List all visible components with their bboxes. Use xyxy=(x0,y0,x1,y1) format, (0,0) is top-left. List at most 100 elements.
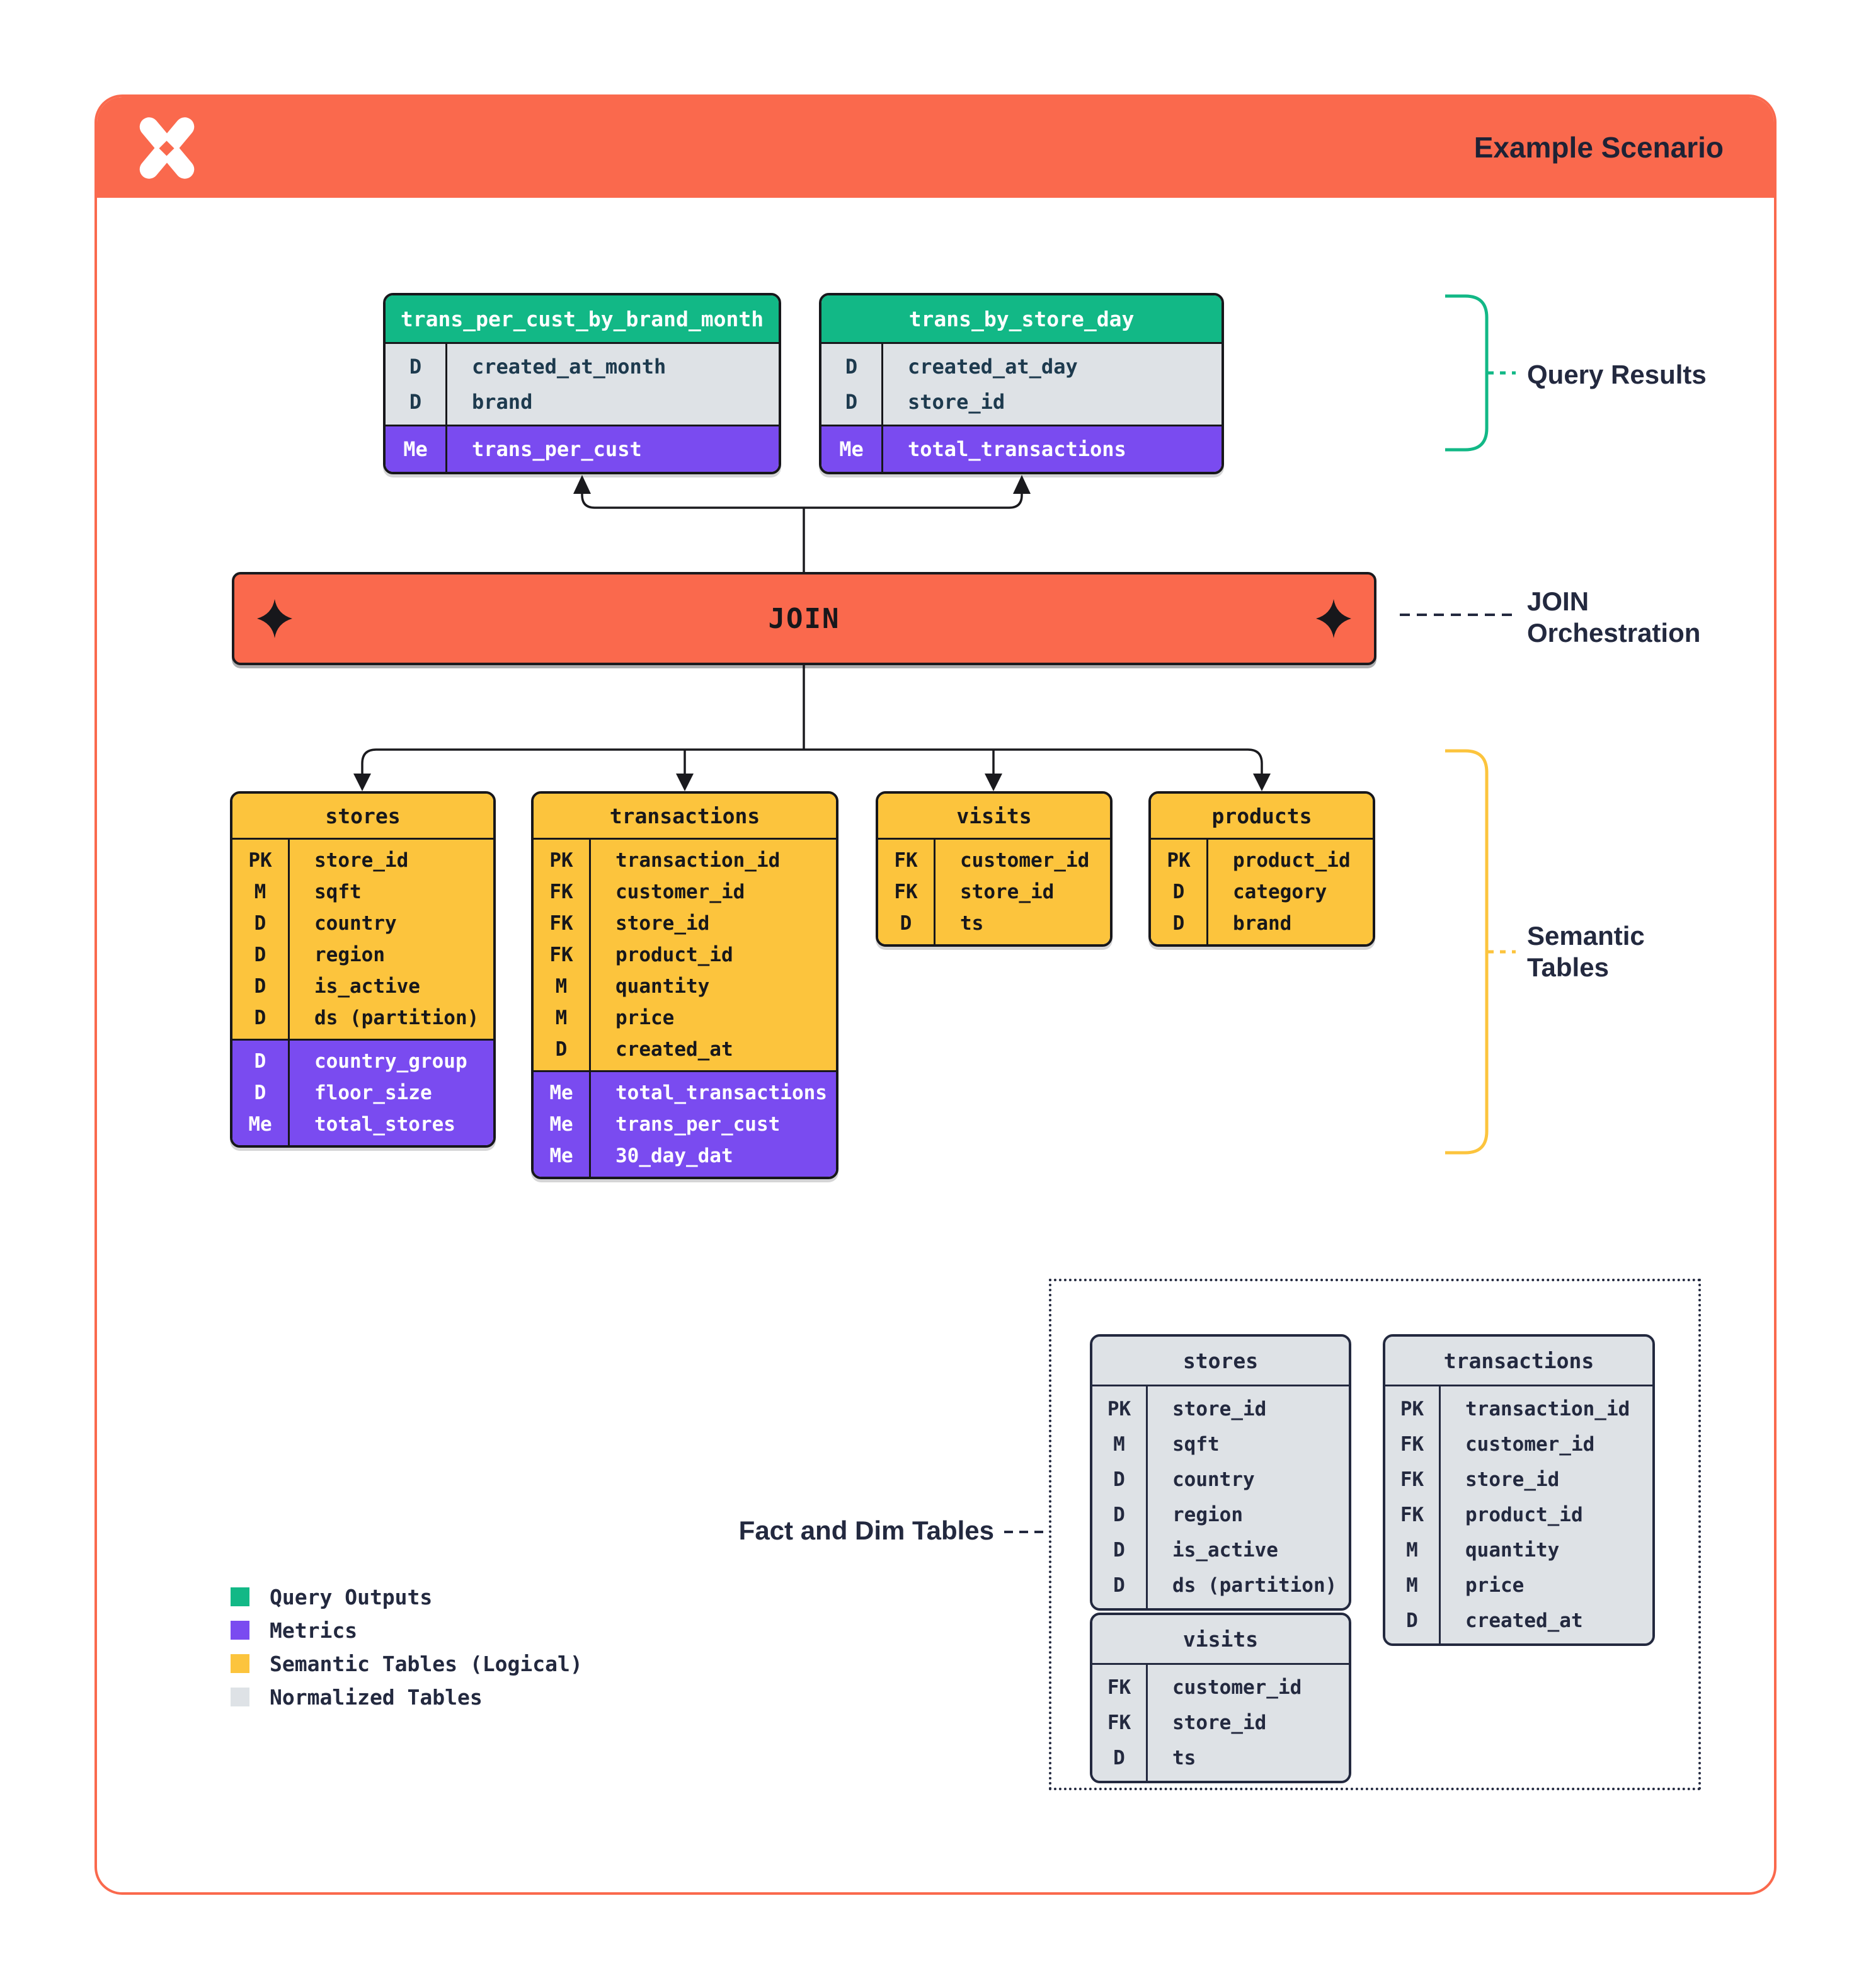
row-key: PK xyxy=(1400,1398,1424,1420)
row-field: ts xyxy=(1172,1747,1196,1769)
row-key: Me xyxy=(839,437,864,461)
legend-item: Normalized Tables xyxy=(231,1685,583,1710)
row-field: created_at xyxy=(615,1038,733,1061)
row-field: ds (partition) xyxy=(1172,1574,1337,1597)
row-key: Me xyxy=(403,437,428,461)
join-orchestration-label-line2: Orchestration xyxy=(1527,618,1701,648)
row-field: store_id xyxy=(1172,1398,1267,1420)
row-field: customer_id xyxy=(960,849,1090,872)
row-key: FK xyxy=(549,881,573,903)
row-field: customer_id xyxy=(1172,1676,1302,1699)
row-key: Me xyxy=(549,1113,573,1136)
row-key: M xyxy=(555,975,568,998)
row-field: created_at_month xyxy=(472,355,667,379)
row-key: PK xyxy=(1167,849,1191,872)
legend-label: Metrics xyxy=(270,1618,358,1643)
row-key: D xyxy=(254,912,266,935)
row-field: store_id xyxy=(1465,1468,1560,1491)
fact-dim-label: Fact and Dim Tables xyxy=(738,1516,994,1545)
row-field: country_group xyxy=(314,1050,467,1073)
row-field: category xyxy=(1233,881,1327,903)
legend-item: Query Outputs xyxy=(231,1585,583,1609)
row-key: FK xyxy=(894,849,918,872)
sparkle-icon xyxy=(257,599,292,638)
row-field: price xyxy=(615,1007,675,1029)
query-results-label: Query Results xyxy=(1527,360,1707,389)
row-key: PK xyxy=(1107,1398,1131,1420)
row-field: sqft xyxy=(1172,1433,1220,1456)
row-field: region xyxy=(314,944,385,966)
table-name: stores xyxy=(1182,1348,1259,1373)
row-field: total_transactions xyxy=(615,1082,827,1104)
row-field: is_active xyxy=(314,975,420,998)
row-field: store_id xyxy=(960,881,1055,903)
semantic-tables-label-line2: Tables xyxy=(1527,952,1609,982)
row-key: FK xyxy=(1107,1711,1131,1734)
row-field: total_stores xyxy=(314,1113,455,1136)
row-key: D xyxy=(1113,1574,1125,1597)
query-outputs-swatch-icon xyxy=(231,1587,249,1606)
row-key: Me xyxy=(549,1145,573,1167)
row-key: D xyxy=(254,975,266,998)
row-field: 30_day_dat xyxy=(615,1145,733,1167)
table-title: trans_per_cust_by_brand_month xyxy=(386,295,779,344)
legend: Query Outputs Metrics Semantic Tables (L… xyxy=(231,1585,583,1721)
row-field: product_id xyxy=(615,944,733,966)
table-name: visits xyxy=(956,803,1032,828)
table-row: FK customer_id xyxy=(878,845,1110,876)
table-title: visits xyxy=(1092,1615,1349,1665)
row-field: brand xyxy=(1233,912,1292,935)
row-key: D xyxy=(254,1082,266,1104)
row-key: D xyxy=(409,355,422,379)
row-key: D xyxy=(409,390,422,414)
row-field: country xyxy=(314,912,397,935)
row-key: M xyxy=(555,1007,568,1029)
row-field: store_id xyxy=(314,849,409,872)
row-key: PK xyxy=(549,849,573,872)
legend-label: Normalized Tables xyxy=(270,1684,483,1710)
row-key: FK xyxy=(894,881,918,903)
row-key: D xyxy=(1172,912,1185,935)
table-title: transactions xyxy=(1385,1337,1652,1386)
row-field: store_id xyxy=(908,390,1005,414)
row-field: created_at_day xyxy=(908,355,1078,379)
row-key: FK xyxy=(1400,1504,1424,1526)
row-field: created_at xyxy=(1465,1609,1583,1632)
